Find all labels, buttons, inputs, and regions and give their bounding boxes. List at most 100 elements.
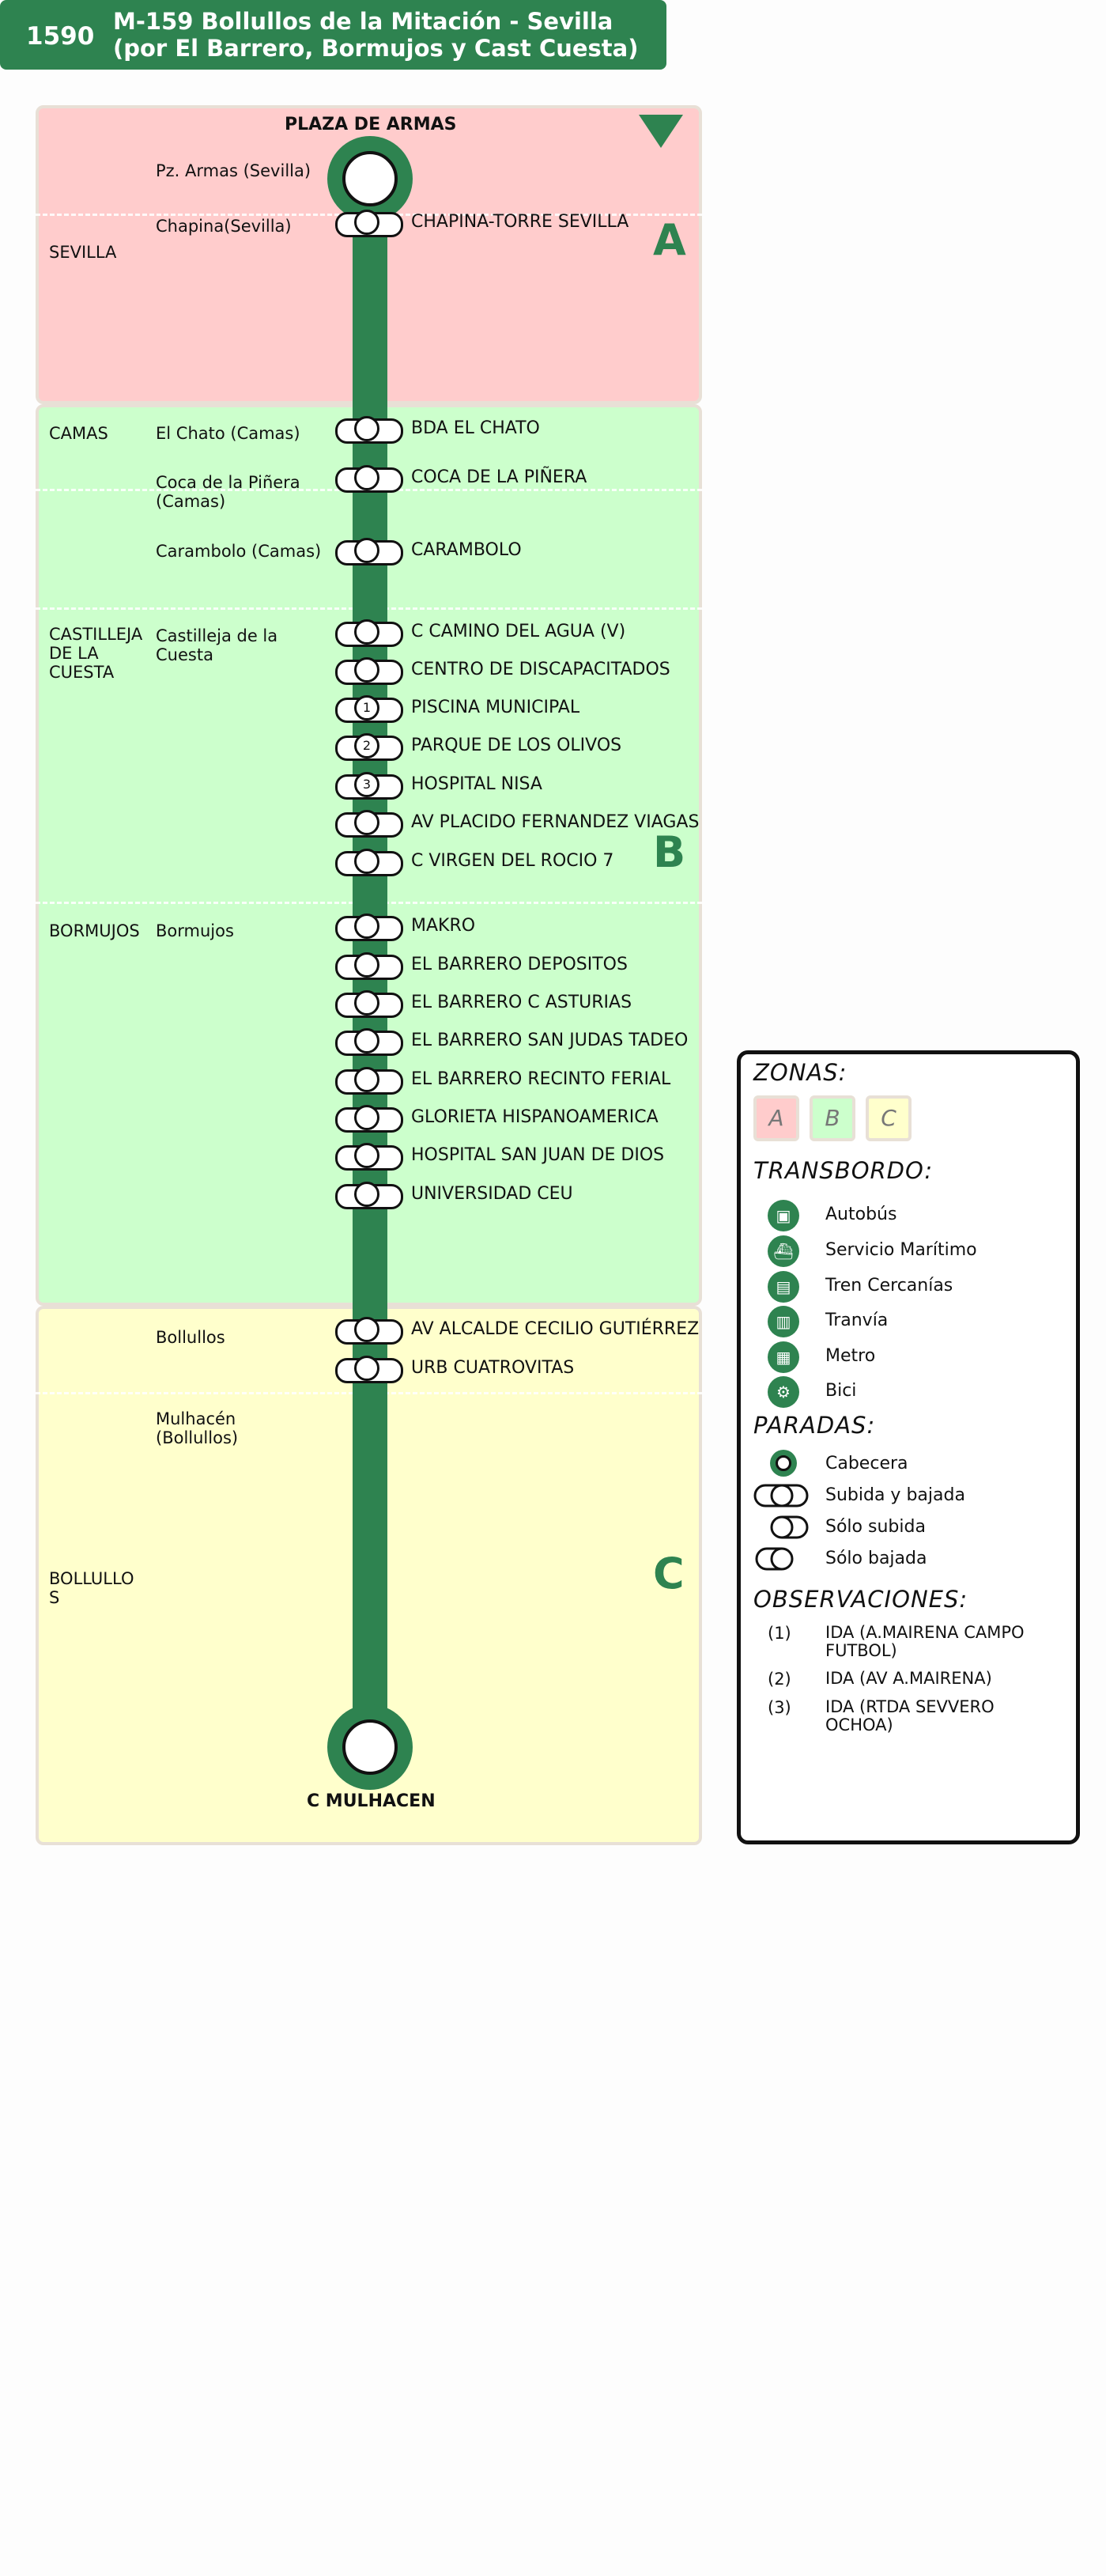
stop-note-number: 3 [354,772,379,797]
legend-observaciones-title: OBSERVACIONES: [753,1586,968,1613]
stop-note-number: 1 [354,695,379,721]
stop-name[interactable]: BDA EL CHATO [411,418,540,438]
stop-name[interactable]: HOSPITAL SAN JUAN DE DIOS [411,1145,665,1165]
stop-marker[interactable] [335,1356,405,1383]
terminal-start-stop[interactable] [327,136,413,221]
sublocality: Bollullos [156,1328,225,1347]
legend-zone-b: B [810,1095,855,1141]
stop-marker[interactable] [335,465,405,493]
stop-note-number [354,849,379,874]
stop-marker[interactable] [335,416,405,444]
stop-note-number [354,210,379,235]
legend-paradas-title: PARADAS: [753,1412,876,1439]
stop-marker[interactable]: 3 [335,772,405,800]
stop-name[interactable]: CARAMBOLO [411,540,522,560]
stop-marker[interactable] [335,1067,405,1095]
stop-marker[interactable] [335,952,405,980]
terminal-end-label: C MULHACEN [307,1791,436,1811]
municipality-camas: CAMAS [49,424,108,443]
stop-note-number [354,1143,379,1168]
stop-name[interactable]: EL BARRERO SAN JUDAS TADEO [411,1031,689,1050]
stop-marker[interactable] [335,1143,405,1171]
stop-marker[interactable] [335,657,405,685]
line-name: M-159 Bollullos de la Mitación - Sevilla… [113,8,639,62]
stop-name[interactable]: MAKRO [411,916,476,936]
stop-name[interactable]: PISCINA MUNICIPAL [411,698,580,717]
terminal-end-stop[interactable] [327,1704,413,1790]
zone-letter-b: B [653,827,686,877]
stop-name[interactable]: HOSPITAL NISA [411,774,542,794]
ferry-icon: ⛴ [768,1235,799,1267]
stop-note-number [354,416,379,441]
stop-marker[interactable]: 2 [335,733,405,761]
stop-name[interactable]: C CAMINO DEL AGUA (V) [411,622,626,641]
stop-name[interactable]: EL BARRERO C ASTURIAS [411,993,632,1012]
stop-note-number [354,538,379,563]
stop-name[interactable]: CHAPINA-TORRE SEVILLA [411,212,629,232]
municipality-sevilla: SEVILLA [49,243,117,262]
stop-note-number [354,657,379,683]
stop-name[interactable]: EL BARRERO DEPOSITOS [411,955,628,974]
train-icon: ▤ [768,1271,799,1303]
stop-name[interactable]: PARQUE DE LOS OLIVOS [411,736,622,755]
sublocality: Bormujos [156,921,234,940]
bus-icon: ▣ [768,1200,799,1231]
direction-arrow-icon [639,115,683,148]
stop-marker[interactable] [335,810,405,838]
stop-note-number [354,1105,379,1130]
legend-transbordo-title: TRANSBORDO: [753,1157,934,1184]
stop-marker[interactable] [335,914,405,941]
legend-panel: ZONAS: A B C TRANSBORDO: ▣ Autobús ⛴ Ser… [737,1050,1080,1844]
observation-number: (1) [768,1624,791,1643]
stop-marker[interactable] [335,1028,405,1056]
stop-name[interactable]: COCA DE LA PIÑERA [411,467,587,487]
legend-stop-type-label: Subida y bajada [825,1485,965,1505]
legend-transfer-label: Tranvía [825,1311,889,1330]
legend-transfer-label: Tren Cercanías [825,1276,953,1296]
stop-name[interactable]: EL BARRERO RECINTO FERIAL [411,1069,671,1089]
stop-marker[interactable] [335,990,405,1018]
observation-text: IDA (AV A.MAIRENA) [825,1669,992,1688]
stop-note-number [354,1182,379,1207]
stop-name[interactable]: GLORIETA HISPANOAMERICA [411,1107,659,1127]
stop-name[interactable]: URB CUATROVITAS [411,1358,575,1378]
both-ways-stop-icon [753,1484,809,1507]
legend-transfer-label: Metro [825,1346,876,1366]
tram-icon: ▥ [768,1306,799,1337]
stop-marker[interactable]: 1 [335,695,405,723]
stop-name[interactable]: UNIVERSIDAD CEU [411,1184,573,1204]
legend-transfer-label: Servicio Marítimo [825,1240,977,1260]
stop-marker[interactable] [335,210,405,237]
observation-text: IDA (A.MAIRENA CAMPO FUTBOL) [825,1623,1025,1660]
legend-stop-type-label: Cabecera [825,1454,908,1473]
stop-name[interactable]: AV PLACIDO FERNANDEZ VIAGAS [411,812,700,832]
stop-marker[interactable] [335,1105,405,1133]
municipality-bormujos: BORMUJOS [49,921,140,940]
stop-marker[interactable] [335,849,405,876]
sublocality: Castilleja de la Cuesta [156,626,278,664]
legend-stop-type-label: Sólo bajada [825,1549,927,1568]
sublocality: Chapina(Sevilla) [156,217,292,236]
stop-name[interactable]: AV ALCALDE CECILIO GUTIÉRREZ [411,1319,700,1339]
stop-note-number [354,1028,379,1053]
stop-marker[interactable] [335,619,405,647]
sublocality: Coca de la Piñera (Camas) [156,473,300,511]
stop-note-number [354,914,379,939]
observation-number: (2) [768,1670,791,1689]
metro-icon: ▦ [768,1341,799,1373]
line-code: 1590 [26,22,95,51]
observation-text: IDA (RTDA SEVVERO OCHOA) [825,1697,995,1734]
cabecera-stop-icon [770,1450,797,1477]
legend-transfer-label: Autobús [825,1205,897,1224]
stop-marker[interactable] [335,1182,405,1209]
sublocality: Pz. Armas (Sevilla) [156,161,311,180]
bike-icon: ⚙ [768,1376,799,1408]
stop-name[interactable]: CENTRO DE DISCAPACITADOS [411,660,670,679]
legend-zone-a: A [753,1095,799,1141]
legend-stop-type-label: Sólo subida [825,1517,926,1537]
stop-marker[interactable] [335,538,405,566]
stop-name[interactable]: C VIRGEN DEL ROCIO 7 [411,851,614,871]
stop-marker[interactable] [335,1317,405,1345]
municipality-bollullos: BOLLULLO S [49,1569,134,1607]
board-only-stop-icon [770,1515,809,1539]
